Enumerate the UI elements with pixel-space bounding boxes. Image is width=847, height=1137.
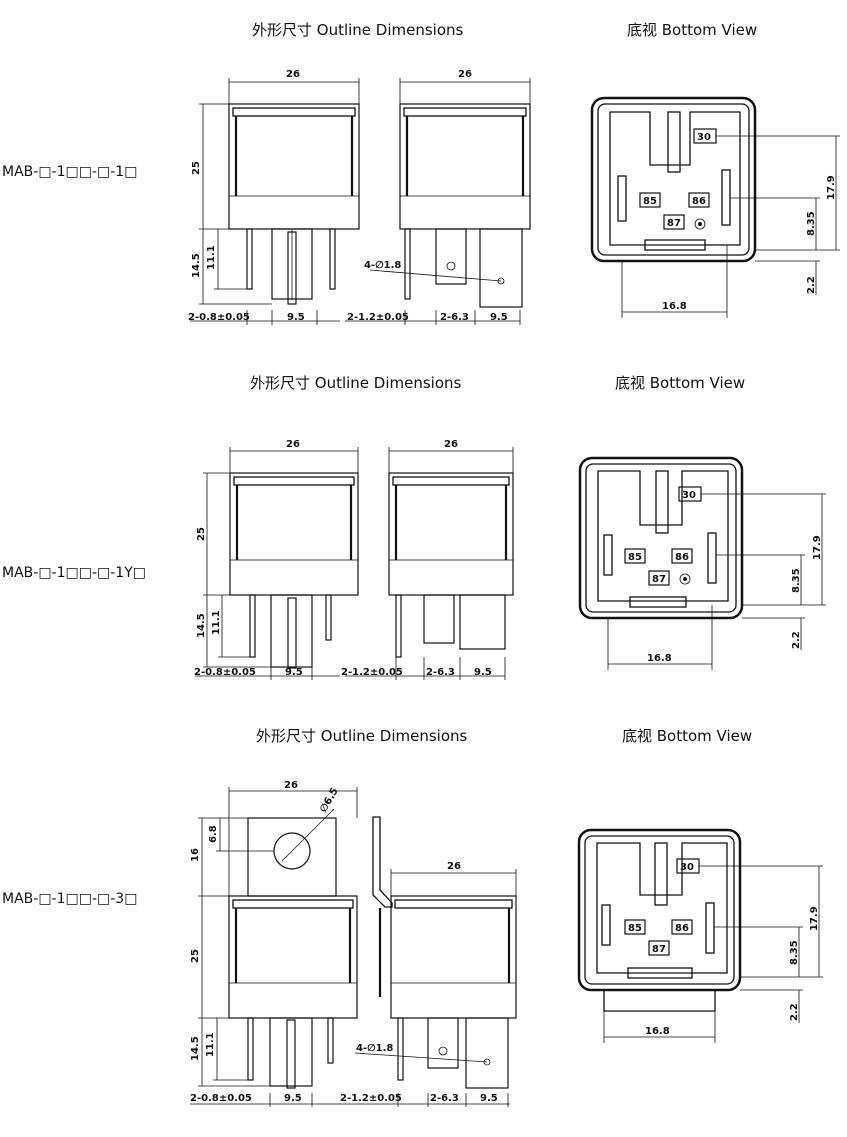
- dim-hole: 4-∅1.8: [364, 260, 401, 271]
- dim-bv-mid: 8.35: [806, 211, 817, 236]
- terminal-86: 86: [692, 196, 706, 207]
- outline-drawing: 26 26 25 14.5 11.1 2-0.8±0.05 9.5 2-1.2±…: [188, 69, 840, 325]
- model-code: MAB-□-1□□-□-1□: [2, 164, 138, 180]
- outline-title: 外形尺寸 Outline Dimensions: [252, 21, 464, 39]
- dim-width-a: 26: [286, 439, 300, 450]
- outline-title: 外形尺寸 Outline Dimensions: [250, 374, 462, 392]
- terminal-85: 85: [643, 196, 657, 207]
- bottom-view-title: 底视 Bottom View: [615, 374, 746, 392]
- dim-pitch-a: 9.5: [287, 312, 305, 323]
- dim-height: 25: [191, 161, 202, 175]
- dim-pin-thin: 2-0.8±0.05: [188, 312, 250, 323]
- dim-bv-mid: 8.35: [789, 940, 800, 965]
- dim-width-b: 26: [447, 861, 461, 872]
- dim-pitch-b: 9.5: [474, 667, 492, 678]
- dim-pitch-a: 9.5: [285, 667, 303, 678]
- dim-pitch-b: 9.5: [490, 312, 508, 323]
- dim-bv-h: 17.9: [812, 535, 823, 560]
- dim-lead: 14.5: [191, 253, 202, 278]
- front-view: [229, 472, 359, 669]
- dim-pin-wide: 2-1.2±0.05: [347, 312, 409, 323]
- dim-bv-h: 17.9: [826, 175, 837, 200]
- dim-tab: 2-6.3: [426, 667, 455, 678]
- terminal-30: 30: [680, 862, 694, 873]
- dim-bracket-h: 16: [190, 848, 201, 862]
- dim-bv-h: 17.9: [809, 906, 820, 931]
- dim-bracket-hole: ∅6.5: [318, 786, 341, 814]
- dim-width-b: 26: [458, 69, 472, 80]
- dim-bv-w: 16.8: [662, 301, 687, 312]
- section-2: 外形尺寸 Outline Dimensions 底视 Bottom View M…: [0, 355, 847, 715]
- side-view: [388, 472, 514, 658]
- dim-hole: 4-∅1.8: [356, 1043, 393, 1054]
- dim-bv-w: 16.8: [645, 1026, 670, 1037]
- bottom-view-title: 底视 Bottom View: [622, 727, 753, 745]
- dim-bv-low: 2.2: [806, 276, 817, 294]
- terminal-86: 86: [675, 923, 689, 934]
- dimension-lines: [195, 447, 514, 680]
- bottom-view: [577, 828, 823, 1043]
- side-view: [354, 816, 517, 1089]
- dim-pitch-b: 9.5: [480, 1093, 498, 1104]
- dim-width-a: 26: [286, 69, 300, 80]
- terminal-85: 85: [628, 552, 642, 563]
- front-view: [228, 808, 358, 1089]
- dim-pin-thin: 2-0.8±0.05: [194, 667, 256, 678]
- bottom-view: [578, 456, 826, 670]
- dim-pitch-a: 9.5: [284, 1093, 302, 1104]
- bottom-view: [590, 96, 840, 318]
- dim-lead-inner: 11.1: [211, 610, 222, 635]
- dim-height: 25: [190, 949, 201, 963]
- dimension-lines: [190, 78, 531, 325]
- dim-lead: 14.5: [196, 613, 207, 638]
- dim-lead-inner: 11.1: [205, 1032, 216, 1057]
- dim-bv-low: 2.2: [791, 631, 802, 649]
- dim-pin-thin: 2-0.8±0.05: [190, 1093, 252, 1104]
- bottom-view-title: 底视 Bottom View: [627, 21, 758, 39]
- dimension-lines: [190, 787, 517, 1107]
- outline-drawing: 26 26 ∅6.5 16 6.8 25 14.5 11.1 2-0.8±0.0…: [190, 780, 823, 1107]
- terminal-87: 87: [667, 218, 681, 229]
- dim-bv-mid: 8.35: [791, 568, 802, 593]
- dim-width-a: 26: [284, 780, 298, 791]
- dim-height: 25: [196, 527, 207, 541]
- terminal-86: 86: [675, 552, 689, 563]
- front-view: [228, 103, 360, 305]
- dim-tab: 2-6.3: [440, 312, 469, 323]
- terminal-30: 30: [682, 490, 696, 501]
- dim-lead-inner: 11.1: [206, 245, 217, 270]
- outline-drawing: 26 26 25 14.5 11.1 2-0.8±0.05 9.5 2-1.2±…: [194, 439, 826, 680]
- model-code: MAB-□-1□□-□-3□: [2, 891, 138, 907]
- dim-width-b: 26: [444, 439, 458, 450]
- dim-bracket-hole-h: 6.8: [208, 825, 219, 843]
- section-3: 外形尺寸 Outline Dimensions 底视 Bottom View M…: [0, 715, 847, 1137]
- dim-bv-low: 2.2: [789, 1003, 800, 1021]
- terminal-30: 30: [697, 132, 711, 143]
- dim-bv-w: 16.8: [647, 653, 672, 664]
- dim-pin-wide: 2-1.2±0.05: [340, 1093, 402, 1104]
- dim-lead: 14.5: [190, 1036, 201, 1061]
- terminal-87: 87: [652, 944, 666, 955]
- model-code: MAB-□-1□□-□-1Y□: [2, 565, 146, 581]
- dim-pin-wide: 2-1.2±0.05: [341, 667, 403, 678]
- dim-tab: 2-6.3: [430, 1093, 459, 1104]
- side-view: [369, 103, 531, 308]
- terminal-85: 85: [628, 923, 642, 934]
- section-1: 外形尺寸 Outline Dimensions 底视 Bottom View M…: [0, 0, 847, 350]
- outline-title: 外形尺寸 Outline Dimensions: [256, 727, 468, 745]
- terminal-87: 87: [652, 574, 666, 585]
